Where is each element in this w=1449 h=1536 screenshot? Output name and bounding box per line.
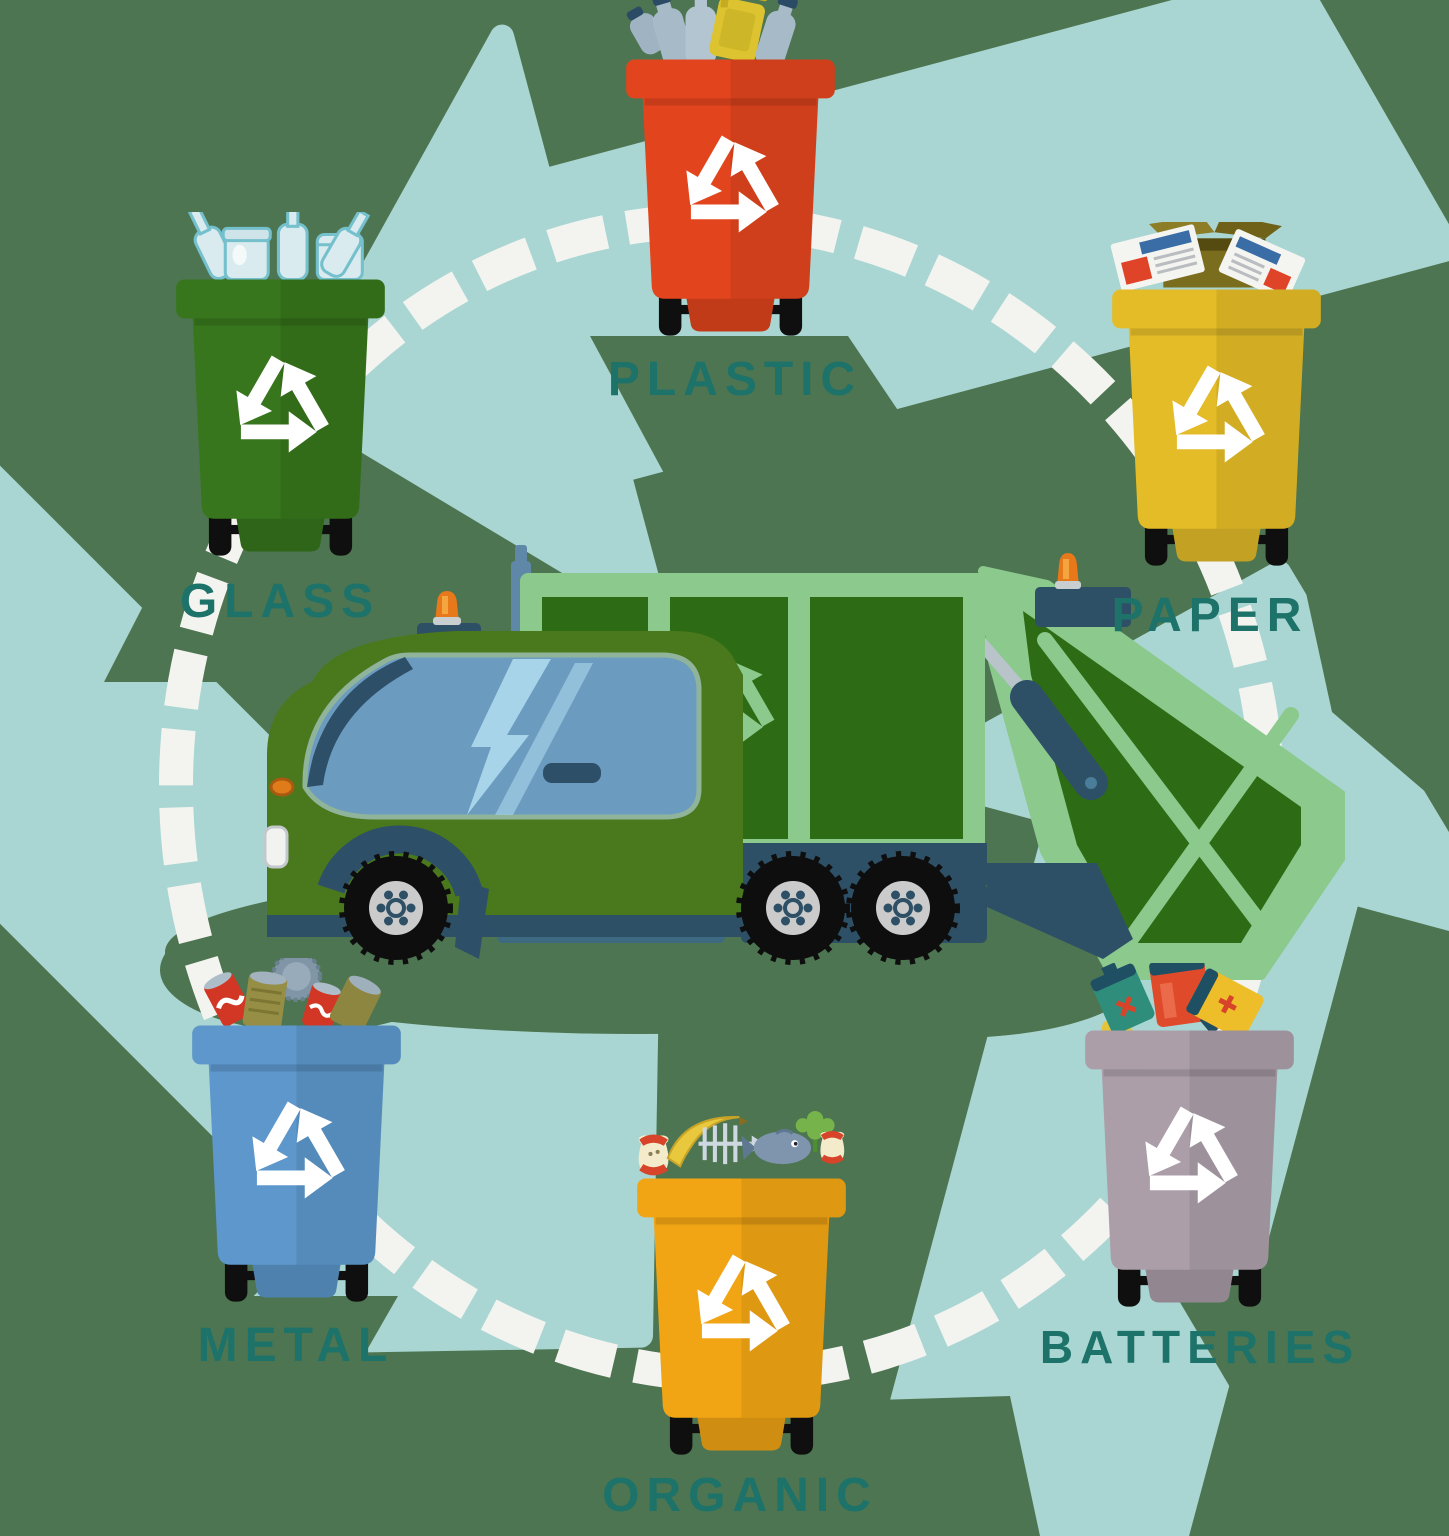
used-batteries — [1090, 963, 1264, 1043]
plastic-bottles — [626, 0, 798, 69]
bin-body — [176, 279, 385, 556]
garbage-truck — [263, 545, 1345, 980]
bin-body — [192, 1025, 401, 1302]
rear-wheel — [851, 856, 955, 960]
label-glass: GLASS — [179, 575, 381, 628]
bin-body — [626, 59, 835, 336]
front-fender — [317, 825, 489, 959]
waste-paper — [1110, 222, 1306, 301]
bin-body — [1085, 1030, 1294, 1307]
rear-wheel — [741, 856, 845, 960]
label-metal: METAL — [197, 1319, 395, 1372]
label-organic: ORGANIC — [602, 1469, 878, 1522]
newspaper — [1218, 229, 1306, 301]
label-plastic: PLASTIC — [607, 353, 863, 406]
hydraulic-cylinder — [1010, 680, 1108, 800]
food-waste — [638, 1111, 845, 1176]
marker-light — [269, 777, 295, 797]
bin-body — [637, 1178, 846, 1455]
label-batteries: BATTERIES — [1039, 1321, 1361, 1373]
bin-glass — [168, 212, 393, 556]
label-paper: PAPER — [1111, 589, 1309, 642]
bin-organic — [629, 1111, 854, 1455]
bin-body — [1112, 289, 1321, 566]
rear-loader — [950, 553, 1345, 980]
door-handle — [543, 763, 601, 783]
bin-batteries — [1077, 963, 1302, 1307]
metal-cans — [204, 958, 382, 1033]
newspaper — [1110, 224, 1205, 292]
bin-paper — [1104, 222, 1329, 566]
front-wheel — [344, 856, 448, 960]
headlight — [263, 825, 289, 869]
rear-beacon-icon — [1035, 553, 1131, 627]
glass-bottles — [187, 212, 371, 282]
dashed-cycle-path — [158, 203, 1286, 1393]
cab — [263, 631, 743, 937]
bin-plastic — [618, 0, 843, 336]
window-glare — [467, 659, 551, 815]
bin-metal — [184, 958, 409, 1302]
